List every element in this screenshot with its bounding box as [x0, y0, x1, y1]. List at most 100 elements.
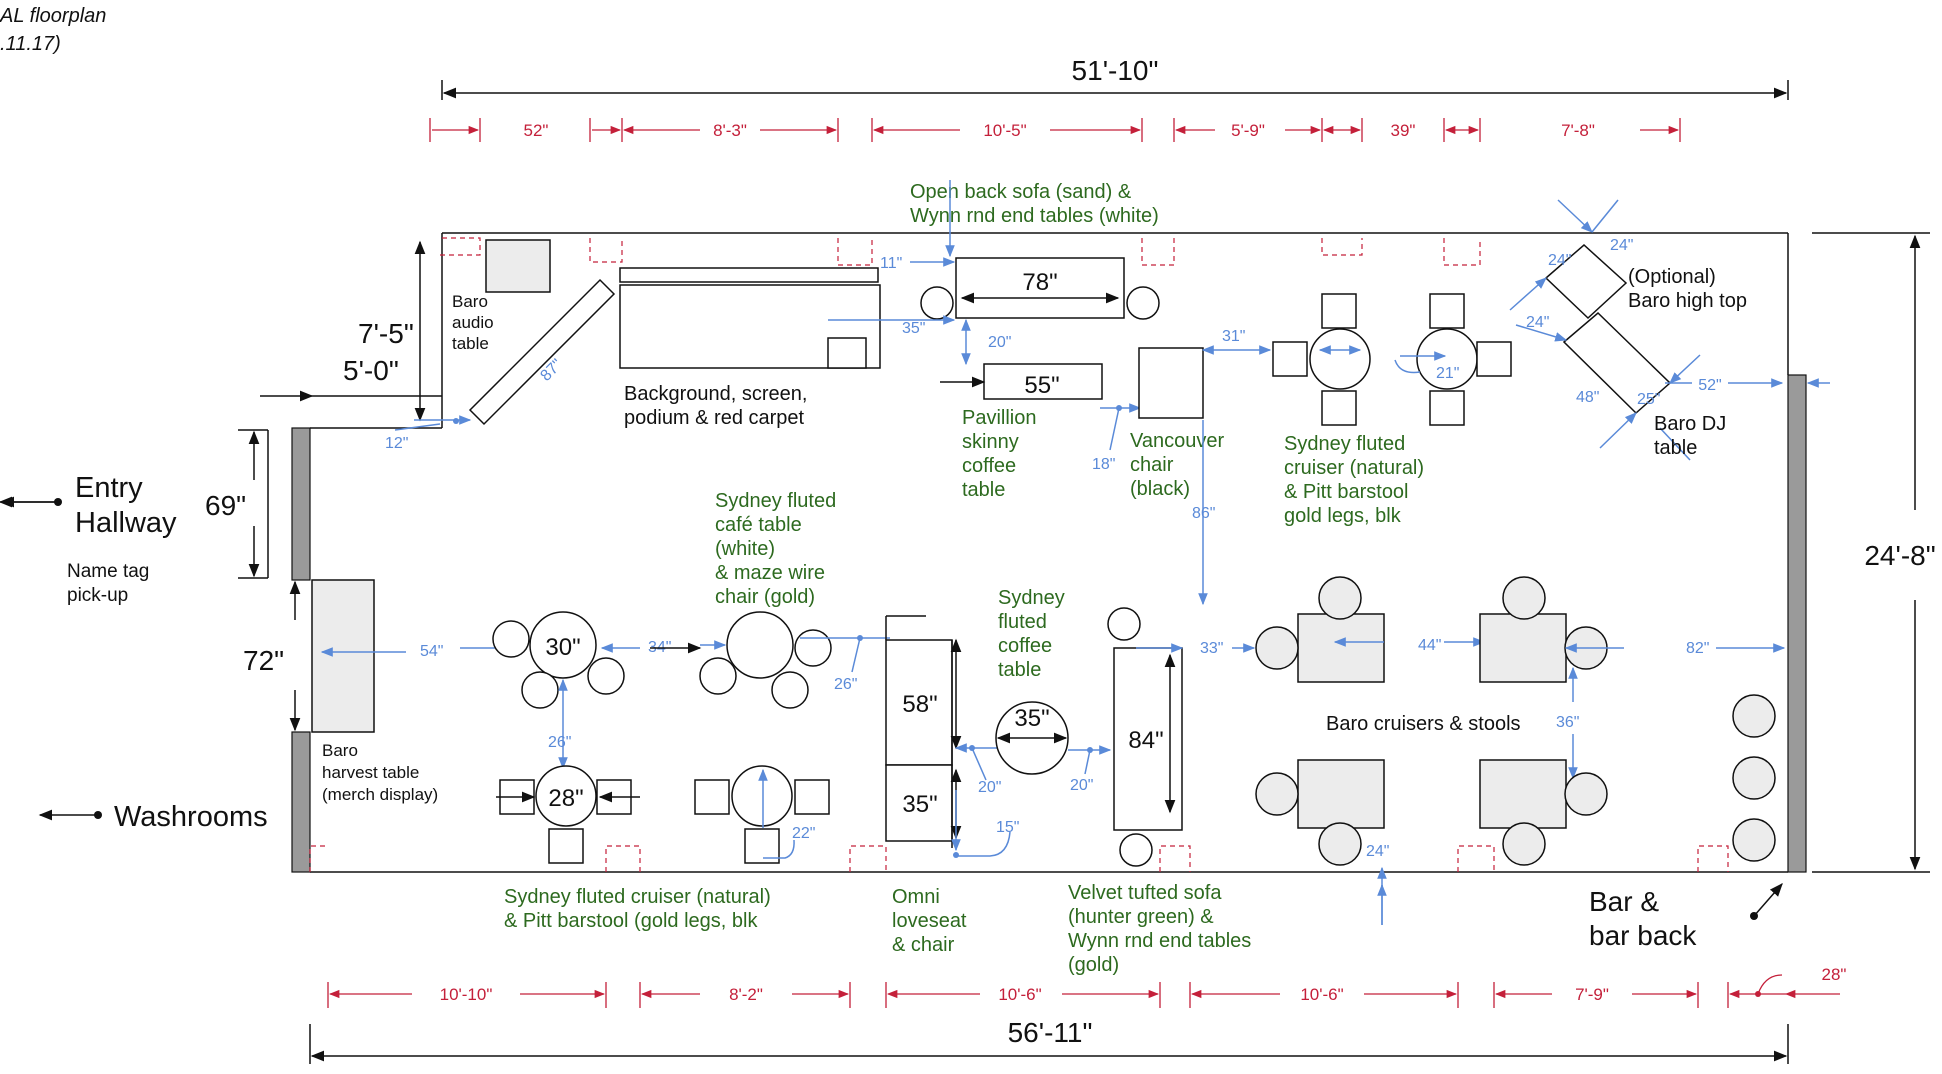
clear-18: 18" [1092, 456, 1115, 473]
bar-label-2: bar back [1589, 920, 1697, 951]
cruiser-table-2 [1479, 613, 1567, 683]
name-tag-label-1: Name tag [67, 561, 149, 582]
left-entry-label: 69" [205, 490, 246, 521]
clear-82: 82" [1686, 640, 1709, 657]
barstool-top-3 [1321, 390, 1357, 426]
harvest-label-3: (merch display) [322, 785, 438, 804]
bottom-segment-dimensions: 10'-10" 8'-2" 10'-6" 10'-6" 7'-9" 28" [327, 965, 1846, 1008]
clear-24c: 24" [1526, 314, 1549, 331]
cafe-table-30 [529, 611, 597, 679]
pavillion-coffee-table-group: 55" Pavillion skinny coffee table 18" [940, 363, 1194, 501]
cruiser-bc [731, 765, 793, 827]
bot-seg-2: 8'-2" [729, 985, 763, 1004]
stool-1b [1318, 576, 1362, 620]
cruisers-label: Baro cruisers & stools [1326, 713, 1521, 735]
left-upper-label: 7'-5" [358, 318, 414, 349]
background-label-2: podium & red carpet [624, 407, 805, 429]
cafe-cluster-left: 30" 34" 26" [492, 611, 702, 770]
wynn-end-table-right [1126, 286, 1160, 320]
audio-label-3: table [452, 334, 489, 353]
cruiser-bottom-label-1: Sydney fluted cruiser (natural) [504, 886, 771, 908]
stool-4a [1564, 772, 1608, 816]
audio-label-2: audio [452, 313, 494, 332]
cruiser-table-4 [1479, 759, 1567, 829]
wynn-end-table-gold-bottom [1119, 833, 1153, 867]
coffee-label-3: coffee [998, 635, 1052, 657]
bar-stool-2 [1732, 756, 1776, 800]
velvet-label-3: Wynn rnd end tables [1068, 930, 1251, 952]
vancouver-label-3: (black) [1130, 478, 1190, 500]
background-label-1: Background, screen, [624, 383, 807, 405]
sydney-coffee-group: Sydney fluted coffee table 35" 20" [995, 587, 1112, 794]
clear-15: 15" [996, 819, 1019, 836]
open-back-sofa-group: Open back sofa (sand) & Wynn rnd end tab… [828, 180, 1160, 366]
dj-label-2: table [1654, 437, 1697, 459]
clear-20c: 20" [1070, 777, 1093, 794]
stool-bc1 [694, 779, 730, 815]
omni-35-label: 35" [902, 791, 937, 818]
wynn-end-table-gold-top [1107, 607, 1141, 641]
cafe-30-label: 30" [545, 634, 580, 661]
left-mid-label: 5'-0" [343, 355, 399, 386]
cruiser-28-label: 28" [548, 785, 583, 812]
entry-hallway-label: Entry Hallway Name tag pick-up [0, 472, 177, 606]
clear-26b: 26" [834, 676, 857, 693]
clear-20b: 20" [978, 779, 1001, 796]
bar-label: Bar & bar back [1589, 882, 1783, 951]
clear-24a: 24" [1610, 237, 1633, 254]
stool-1a [1255, 626, 1299, 670]
title-line-2: .11.17) [0, 33, 61, 55]
clear-12: 12" [385, 435, 408, 452]
velvet-84-label: 84" [1128, 727, 1163, 754]
bar-stool-3 [1732, 818, 1776, 862]
barstool-top-6 [1429, 390, 1465, 426]
clear-44: 44" [1418, 637, 1441, 654]
baro-harvest-table [311, 579, 375, 733]
barstool-top-5 [1476, 341, 1512, 377]
cruiser-top-label-1: Sydney fluted [1284, 433, 1405, 455]
background-stage: Background, screen, podium & red carpet [619, 267, 881, 429]
vancouver-label-2: chair [1130, 454, 1174, 476]
clear-86: 86" [1192, 505, 1215, 522]
cruiser-table-3 [1297, 759, 1385, 829]
clear-33: 33" [1200, 640, 1223, 657]
entry-wall [291, 427, 311, 581]
washrooms-text: Washrooms [114, 801, 268, 833]
clear-31: 31" [1222, 328, 1245, 345]
overall-bottom-label: 56'-11" [1008, 1017, 1093, 1048]
velvet-label-4: (gold) [1068, 954, 1119, 976]
cruiser-bottom-label-2: & Pitt barstool (gold legs, blk [504, 910, 758, 932]
stool-bc2 [794, 779, 830, 815]
velvet-label-2: (hunter green) & [1068, 906, 1214, 928]
dj-area: 24" 24" (Optional) Baro high top 24" 48"… [1509, 199, 1830, 461]
clear-36: 36" [1556, 714, 1579, 731]
maze-chair-3 [794, 629, 832, 667]
top-seg-2: 8'-3" [713, 121, 747, 140]
bar-wall [1787, 374, 1807, 873]
top-seg-1: 52" [524, 121, 549, 140]
overall-top-label: 51'-10" [1072, 55, 1159, 86]
clear-21: 21" [1436, 365, 1459, 382]
clear-26a: 26" [548, 734, 571, 751]
omni-group: 58" 35" Omni loveseat & chair 20" 15" [885, 615, 1019, 956]
top-seg-5: 39" [1391, 121, 1416, 140]
cruiser-top-label-4: gold legs, blk [1284, 505, 1402, 527]
dj-label-1: Baro DJ [1654, 413, 1726, 435]
harvest-label-2: harvest table [322, 763, 419, 782]
lower-left-wall [291, 731, 311, 873]
barstool-top-2 [1272, 341, 1308, 377]
stool-bl3 [548, 828, 584, 864]
vancouver-label-1: Vancouver [1130, 430, 1224, 452]
left-dimensions: 7'-5" 5'-0" 69" 72" [205, 240, 442, 732]
velvet-sofa-group: 84" Velvet tufted sofa (hunter green) & … [1068, 607, 1251, 976]
pavillion-width-label: 55" [1024, 372, 1059, 399]
harvest-label-1: Baro [322, 741, 358, 760]
top-segment-dimensions: 52" 8'-3" 10'-5" 5'-9" 39" 7'-8" [429, 118, 1681, 142]
vancouver-chair [1138, 347, 1204, 419]
pavillion-label-1: Pavillion [962, 407, 1036, 429]
overall-bottom-dimension: 56'-11" [309, 1017, 1789, 1064]
stool-2a [1502, 576, 1546, 620]
pavillion-label-3: coffee [962, 455, 1016, 477]
cruiser-bottom-left: 28" Sydney fluted cruiser (natural) & Pi… [496, 765, 771, 932]
